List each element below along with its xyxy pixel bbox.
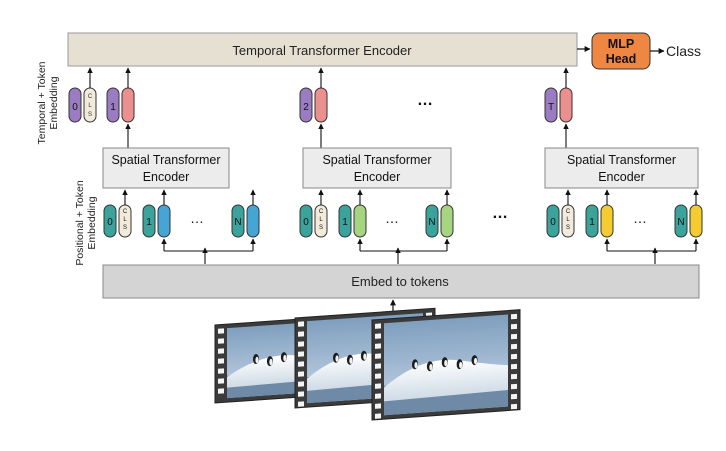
spatial-index-token-last: [231, 204, 245, 238]
temporal-cls-index: 0: [72, 102, 78, 113]
spatial-index-label-last: N: [428, 217, 435, 228]
embed-to-tokens-box: [102, 264, 700, 299]
temporal-encoder-box: [67, 32, 578, 67]
temporal-embedding-label-line1: Temporal + Token: [36, 61, 48, 144]
temporal-index-label: T: [548, 102, 554, 113]
spatial-cls-index-token: [103, 204, 117, 238]
spatial-encoder-label-line2: Encoder: [143, 170, 190, 184]
group-ellipsis: …: [492, 205, 508, 222]
spatial-token-ellipsis: …: [633, 210, 647, 226]
temporal-embedding-label-line2: Embedding: [48, 76, 60, 129]
temporal-index-token: [544, 87, 558, 123]
spatial-index-label-first: 1: [146, 217, 152, 228]
spatial-cls-index-label: 0: [107, 217, 113, 228]
spatial-embedding-token-first: [600, 204, 614, 238]
spatial-cls-index-label: 0: [550, 217, 556, 228]
spatial-cls-text-letter: C: [123, 209, 128, 215]
temporal-index-token: [106, 87, 120, 123]
spatial-embedding-token-last: [440, 204, 454, 238]
spatial-embedding-token-last: [246, 204, 260, 238]
spatial-encoder-box: [302, 147, 452, 189]
spatial-cls-index-token: [546, 204, 560, 238]
spatial-token-ellipsis: …: [385, 210, 399, 226]
spatial-cls-text-letter: S: [566, 225, 570, 231]
spatial-index-token-first: [585, 204, 599, 238]
temporal-frame-token-1: 1: [106, 67, 135, 148]
spatial-cls-text-letter: L: [319, 217, 323, 223]
temporal-frame-token-2: 2: [299, 67, 328, 148]
spatial-index-token-last: [674, 204, 688, 238]
spatial-cls-index-token: [299, 204, 313, 238]
spatial-cls-text-letter: C: [319, 209, 324, 215]
mlp-head-label-line1: MLP: [608, 37, 634, 51]
spatial-encoder-label-line2: Encoder: [598, 170, 645, 184]
temporal-ellipsis: …: [417, 92, 433, 109]
spatial-cls-text-letter: S: [123, 225, 127, 231]
temporal-index-label: 1: [110, 102, 116, 113]
temporal-embedding-token: [559, 87, 573, 123]
temporal-encoder-label: Temporal Transformer Encoder: [232, 43, 412, 58]
video-frame-3: [371, 309, 521, 421]
temporal-index-token: [299, 87, 313, 123]
svg-text:S: S: [88, 112, 92, 118]
spatial-encoder-label-line2: Encoder: [354, 170, 401, 184]
spatial-token-ellipsis: …: [190, 210, 204, 226]
svg-text:L: L: [88, 103, 92, 109]
svg-text:C: C: [88, 94, 93, 100]
spatial-encoder-label-line1: Spatial Transformer: [567, 153, 676, 167]
spatial-encoder-label-line1: Spatial Transformer: [111, 153, 220, 167]
temporal-frame-tokens: 1 2 T: [106, 67, 573, 148]
spatial-index-token-first: [142, 204, 156, 238]
spatial-index-label-last: N: [677, 217, 684, 228]
spatial-embedding-token-first: [157, 204, 171, 238]
spatial-cls-index-label: 0: [303, 217, 309, 228]
mlp-head-label-line2: Head: [606, 52, 637, 66]
temporal-embedding-token: [121, 87, 135, 123]
video-frames: [214, 307, 521, 421]
temporal-cls-index-token: 0: [68, 87, 82, 123]
spatial-index-label-first: 1: [342, 217, 348, 228]
temporal-index-label: 2: [303, 102, 309, 113]
embed-to-tokens-label: Embed to tokens: [351, 274, 449, 289]
spatial-encoder-label-line1: Spatial Transformer: [322, 153, 431, 167]
spatial-cls-text: CLS: [319, 209, 324, 231]
temporal-embedding-token: [314, 87, 328, 123]
spatial-cls-text-letter: C: [566, 209, 571, 215]
positional-embedding-label-line2: Embedding: [86, 196, 98, 249]
spatial-cls-text-letter: L: [566, 217, 570, 223]
spatial-index-label-first: 1: [589, 217, 595, 228]
spatial-cls-text: CLS: [566, 209, 571, 231]
spatial-cls-text-letter: S: [319, 225, 323, 231]
spatial-index-token-last: [425, 204, 439, 238]
spatial-embedding-token-last: [689, 204, 703, 238]
class-output-label: Class: [666, 43, 701, 59]
temporal-cls-token: C L S: [83, 87, 97, 123]
spatial-encoder-box: [102, 147, 230, 189]
temporal-frame-token-3: T: [544, 67, 573, 148]
spatial-encoder-box: [544, 147, 699, 189]
spatial-index-token-first: [338, 204, 352, 238]
spatial-embedding-token-first: [353, 204, 367, 238]
spatial-index-label-last: N: [234, 217, 241, 228]
spatial-cls-text: CLS: [123, 209, 128, 231]
spatial-cls-text-letter: L: [123, 217, 127, 223]
positional-embedding-label-line1: Positional + Token: [74, 180, 86, 265]
